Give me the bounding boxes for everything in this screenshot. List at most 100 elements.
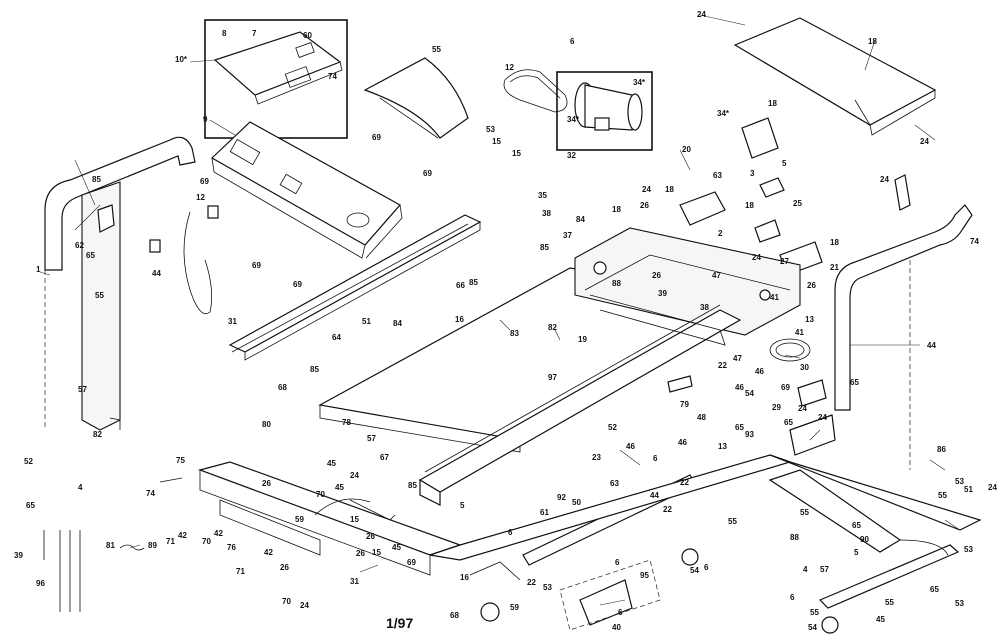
callout-label: 78 xyxy=(342,418,351,427)
frame-rail-end xyxy=(419,478,441,506)
callout-label: 74 xyxy=(970,237,979,246)
callout-label: 41 xyxy=(795,328,804,337)
callout-label: 22 xyxy=(718,361,727,370)
callout-label: 24 xyxy=(300,601,309,610)
console-housing-side xyxy=(364,204,403,259)
display-board-edge xyxy=(254,61,343,105)
incline-arm xyxy=(899,539,949,556)
console-cover xyxy=(363,57,469,139)
callout-label: 15 xyxy=(372,548,381,557)
callout-label: 53 xyxy=(955,599,964,608)
callout-label: 19 xyxy=(578,335,587,344)
callout-label: 60 xyxy=(303,31,312,40)
callout-label: 93 xyxy=(745,430,754,439)
callout-label: 46 xyxy=(735,383,744,392)
callout-label: 37 xyxy=(563,231,572,240)
callout-label: 63 xyxy=(713,171,722,180)
callout-label: 55 xyxy=(728,517,737,526)
callout-label: 48 xyxy=(697,413,706,422)
display-window xyxy=(284,66,312,88)
front-roller-end-right xyxy=(759,289,771,301)
callout-label: 75 xyxy=(176,456,185,465)
callout-label: 54 xyxy=(808,623,817,632)
callout-label: 24 xyxy=(752,253,761,262)
callout-label: 65 xyxy=(852,521,861,530)
callout-label: 26 xyxy=(652,271,661,280)
motor-detail-inset xyxy=(556,71,653,151)
callout-label: 55 xyxy=(95,291,104,300)
callout-label: 65 xyxy=(735,423,744,432)
callout-label: 44 xyxy=(152,269,161,278)
motor-endcap xyxy=(627,93,643,131)
callout-label: 82 xyxy=(548,323,557,332)
callout-label: 74 xyxy=(146,489,155,498)
callout-label: 34* xyxy=(567,115,580,124)
callout-label: 85 xyxy=(540,243,549,252)
console-opening-left xyxy=(229,138,261,166)
callout-label: 42 xyxy=(214,529,223,538)
callout-label: 69 xyxy=(372,133,381,142)
callout-label: 74 xyxy=(328,72,337,81)
link-arm-left xyxy=(314,498,371,516)
callout-label: 67 xyxy=(380,453,389,462)
callout-label: 9 xyxy=(203,115,208,124)
frame-front-crossmember xyxy=(574,227,801,336)
callout-label: 51 xyxy=(362,317,371,326)
callout-label: 20 xyxy=(682,145,691,154)
callout-label: 12 xyxy=(196,193,205,202)
incline-motor xyxy=(579,579,633,626)
callout-label: 21 xyxy=(830,263,839,272)
callout-label: 55 xyxy=(800,508,809,517)
callout-label: 18 xyxy=(745,201,754,210)
callout-label: 5 xyxy=(854,548,859,557)
harness-clip xyxy=(207,205,219,219)
callout-label: 53 xyxy=(964,545,973,554)
controller-box xyxy=(679,191,726,226)
callout-label: 70 xyxy=(316,490,325,499)
callout-label: 44 xyxy=(927,341,936,350)
callout-label: 22 xyxy=(663,505,672,514)
callout-label: 81 xyxy=(106,541,115,550)
callout-label: 55 xyxy=(810,608,819,617)
base-crossbar xyxy=(219,499,321,556)
callout-label: 55 xyxy=(885,598,894,607)
callout-label: 18 xyxy=(612,205,621,214)
callout-label: 54 xyxy=(745,389,754,398)
callout-label: 59 xyxy=(295,515,304,524)
callout-label: 51 xyxy=(964,485,973,494)
callout-label: 70 xyxy=(282,597,291,606)
callout-label: 44 xyxy=(650,491,659,500)
callout-label: 69 xyxy=(252,261,261,270)
callout-label: 69 xyxy=(423,169,432,178)
callout-label: 79 xyxy=(680,400,689,409)
callout-label: 30 xyxy=(800,363,809,372)
callout-label: 38 xyxy=(542,209,551,218)
console-housing-front xyxy=(211,157,366,259)
callout-label: 41 xyxy=(770,293,779,302)
callout-label: 63 xyxy=(610,479,619,488)
callout-label: 57 xyxy=(78,385,87,394)
callout-label: 13 xyxy=(718,442,727,451)
clip xyxy=(119,544,145,551)
wire-harness xyxy=(183,211,213,315)
callout-label: 26 xyxy=(366,532,375,541)
callout-label: 15 xyxy=(492,137,501,146)
callout-label: 45 xyxy=(392,543,401,552)
callout-label: 26 xyxy=(262,479,271,488)
left-handrail xyxy=(44,136,196,271)
callout-label: 27 xyxy=(780,257,789,266)
callout-label: 46 xyxy=(755,367,764,376)
base-frame-right xyxy=(769,454,982,531)
callout-label: 86 xyxy=(937,445,946,454)
callout-label: 71 xyxy=(166,537,175,546)
callout-label: 18 xyxy=(830,238,839,247)
callout-label: 71 xyxy=(236,567,245,576)
callout-label: 55 xyxy=(432,45,441,54)
callout-label: 46 xyxy=(678,438,687,447)
callout-label: 6 xyxy=(704,563,709,572)
callout-label: 65 xyxy=(930,585,939,594)
callout-label: 85 xyxy=(408,481,417,490)
link-arm xyxy=(349,499,396,521)
callout-label: 97 xyxy=(548,373,557,382)
console-opening-center xyxy=(279,173,303,195)
